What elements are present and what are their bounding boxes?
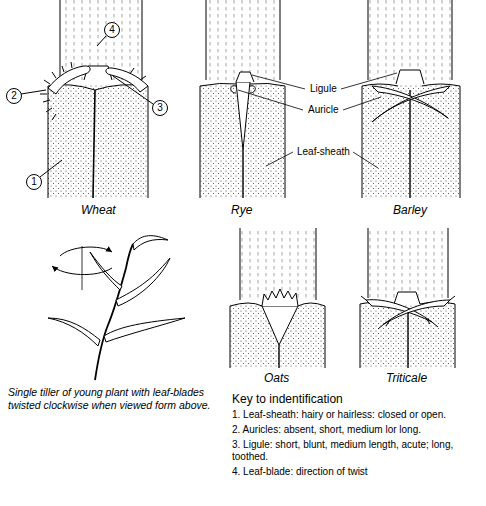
figure-name: Triticale [386,371,427,385]
wheat-figure [21,0,153,198]
key-title: Key to indentification [232,392,482,406]
figure-name: Wheat [81,203,116,217]
part-name: Leaf-sheath [295,146,352,158]
callout-circle: 3 [152,100,168,116]
callout-circle: 2 [6,88,22,104]
callout-circle: 4 [104,22,120,38]
callout-number: 1 [31,177,37,187]
key-item: 3. Ligule: short, blunt, medium length, … [232,439,482,463]
triticale-figure [360,228,455,368]
caption-note: Single tiller of young plant with leaf-b… [8,386,223,411]
figure-name: Barley [393,203,427,217]
key-item: 2. Auricles: absent, short, medium lor l… [232,424,482,436]
callout-circle: 1 [26,174,42,190]
tiller-figure [48,236,185,380]
key-item: 4. Leaf-blade: direction of twist [232,466,482,478]
callout-number: 2 [11,91,17,101]
rye-figure [200,0,285,198]
leader-lines [238,73,397,168]
part-name: Ligule [308,83,339,95]
callout-number: 3 [157,103,163,113]
figure-name: Rye [231,203,252,217]
part-name: Auricle [306,104,341,116]
barley-figure [362,0,460,198]
oats-figure [230,228,325,368]
figure-name: Oats [264,371,289,385]
callout-number: 4 [109,25,115,35]
key-item: 1. Leaf-sheath: hairy or hairless: close… [232,409,482,421]
